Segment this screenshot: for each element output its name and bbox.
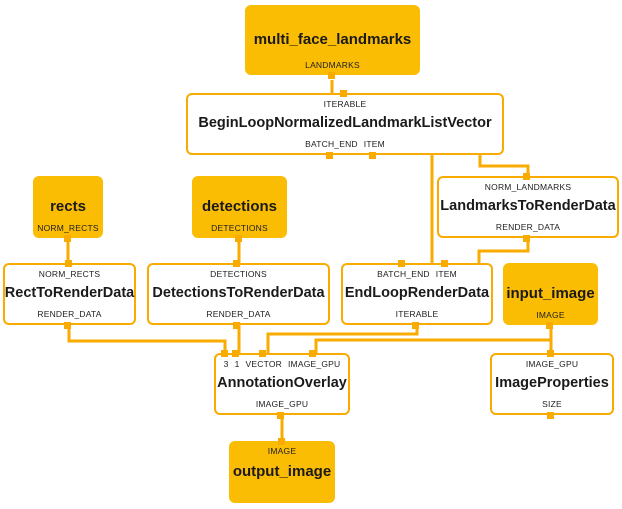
- input-port-image-gpu[interactable]: IMAGE_GPU: [288, 359, 341, 369]
- output-port-row: IMAGE: [504, 310, 597, 320]
- input-port-row: NORM_RECTS: [5, 269, 134, 279]
- output-port-render-data[interactable]: RENDER_DATA: [495, 222, 561, 232]
- input-port-3[interactable]: 3: [223, 359, 229, 369]
- edge-recttorenderdata-to-overlay-3: [67, 325, 227, 353]
- node-title: DetectionsToRenderData: [152, 285, 325, 302]
- edge-renderdata-to-endloop-item: [477, 238, 530, 263]
- output-port-row: DETECTIONS: [193, 223, 286, 233]
- port-dot-render-data: [232, 321, 240, 329]
- port-dot-image: [277, 437, 285, 445]
- port-dot-iterable: [412, 321, 419, 329]
- output-port-render-data[interactable]: RENDER_DATA: [206, 309, 271, 319]
- input-port-batch-end[interactable]: BATCH_END: [377, 269, 430, 279]
- node-title: rects: [50, 197, 86, 215]
- output-port-norm-rects[interactable]: NORM_RECTS: [37, 223, 99, 233]
- edge-endloop-to-overlay-vector: [266, 325, 419, 353]
- node-title: BeginLoopNormalizedLandmarkListVector: [198, 115, 492, 132]
- port-dot-item: [369, 151, 376, 159]
- output-port-row: ITERABLE: [343, 309, 491, 319]
- output-port-render-data[interactable]: RENDER_DATA: [37, 309, 102, 319]
- output-port-row: RENDER_DATA: [5, 309, 134, 319]
- output-port-size[interactable]: SIZE: [542, 399, 562, 409]
- port-dot-3: [221, 349, 228, 357]
- input-port-row: NORM_LANDMARKS: [439, 182, 617, 192]
- output-port-row: RENDER_DATA: [149, 309, 328, 319]
- port-dot-landmarks: [328, 71, 335, 79]
- output-port-item[interactable]: ITEM: [363, 139, 385, 149]
- port-dot-norm-landmarks: [522, 172, 530, 180]
- output-port-detections[interactable]: DETECTIONS: [211, 223, 268, 233]
- port-dot-detections: [233, 259, 240, 267]
- node-detectionstorenderdata[interactable]: DetectionsToRenderData DETECTIONS RENDER_D…: [147, 263, 330, 325]
- node-title: LandmarksToRenderData: [440, 198, 616, 215]
- output-port-row: IMAGE_GPU: [216, 399, 348, 409]
- input-port-1[interactable]: 1: [234, 359, 240, 369]
- port-dot-vector: [258, 349, 266, 357]
- node-endlooprenderdata[interactable]: EndLoopRenderData BATCH_END ITEM ITERABLE: [341, 263, 493, 325]
- edge-inputimage-to-overlay-imagegpu: [314, 338, 551, 353]
- output-port-row: SIZE: [492, 399, 612, 409]
- node-output-image[interactable]: output_image IMAGE: [229, 441, 335, 503]
- node-title: RectToRenderData: [4, 285, 135, 302]
- port-dot-image-gpu: [308, 349, 316, 357]
- node-title: input_image: [506, 284, 595, 302]
- port-dot-item: [441, 259, 448, 267]
- output-port-image[interactable]: IMAGE: [536, 310, 565, 320]
- input-port-detections[interactable]: DETECTIONS: [210, 269, 267, 279]
- node-title: multi_face_landmarks: [253, 30, 412, 48]
- port-dot-render-data: [522, 234, 530, 242]
- output-port-row: RENDER_DATA: [439, 222, 617, 232]
- input-port-iterable[interactable]: ITERABLE: [323, 99, 367, 109]
- node-title: output_image: [232, 462, 332, 480]
- input-port-image-gpu[interactable]: IMAGE_GPU: [525, 359, 579, 369]
- input-port-vector[interactable]: VECTOR: [245, 359, 282, 369]
- port-dot-detections: [235, 234, 242, 242]
- output-port-row: BATCH_END ITEM: [188, 139, 502, 149]
- output-port-image-gpu[interactable]: IMAGE_GPU: [255, 399, 309, 409]
- input-port-norm-landmarks[interactable]: NORM_LANDMARKS: [484, 182, 572, 192]
- node-landmarkstorenderdata[interactable]: LandmarksToRenderData NORM_LANDMARKS RENDE…: [437, 176, 619, 238]
- port-dot-image-gpu: [276, 411, 284, 419]
- port-dot-size: [546, 411, 554, 419]
- input-port-image[interactable]: IMAGE: [267, 446, 297, 456]
- input-port-row: IMAGE_GPU: [492, 359, 612, 369]
- port-dot-1: [232, 349, 239, 357]
- output-port-batch-end[interactable]: BATCH_END: [305, 139, 358, 149]
- port-dot-image-gpu: [546, 349, 554, 357]
- node-imageproperties[interactable]: ImageProperties IMAGE_GPU SIZE: [490, 353, 614, 415]
- node-title: EndLoopRenderData: [344, 285, 490, 302]
- edge-item-to-landmarkstorenderdata: [478, 155, 530, 176]
- output-port-row: NORM_RECTS: [34, 223, 102, 233]
- node-title: AnnotationOverlay: [217, 375, 347, 392]
- input-port-row: DETECTIONS: [149, 269, 328, 279]
- port-dot-image: [545, 321, 553, 329]
- input-port-item[interactable]: ITEM: [435, 269, 457, 279]
- port-dot-norm-rects: [63, 234, 71, 242]
- output-port-iterable[interactable]: ITERABLE: [395, 309, 439, 319]
- input-port-norm-rects[interactable]: NORM_RECTS: [38, 269, 101, 279]
- port-dot-batch-end: [398, 259, 405, 267]
- node-recttorenderdata[interactable]: RectToRenderData NORM_RECTS RENDER_DATA: [3, 263, 136, 325]
- input-port-row: IMAGE: [230, 446, 334, 456]
- input-port-row: ITERABLE: [188, 99, 502, 109]
- port-dot-batch-end: [326, 151, 333, 159]
- input-port-row: BATCH_END ITEM: [343, 269, 491, 279]
- node-title: ImageProperties: [495, 375, 609, 392]
- port-dot-iterable: [340, 89, 347, 97]
- port-dot-norm-rects: [64, 259, 72, 267]
- output-port-landmarks[interactable]: LANDMARKS: [305, 60, 360, 70]
- node-title: detections: [201, 197, 277, 215]
- port-dot-render-data: [63, 321, 71, 329]
- output-port-row: LANDMARKS: [246, 60, 419, 70]
